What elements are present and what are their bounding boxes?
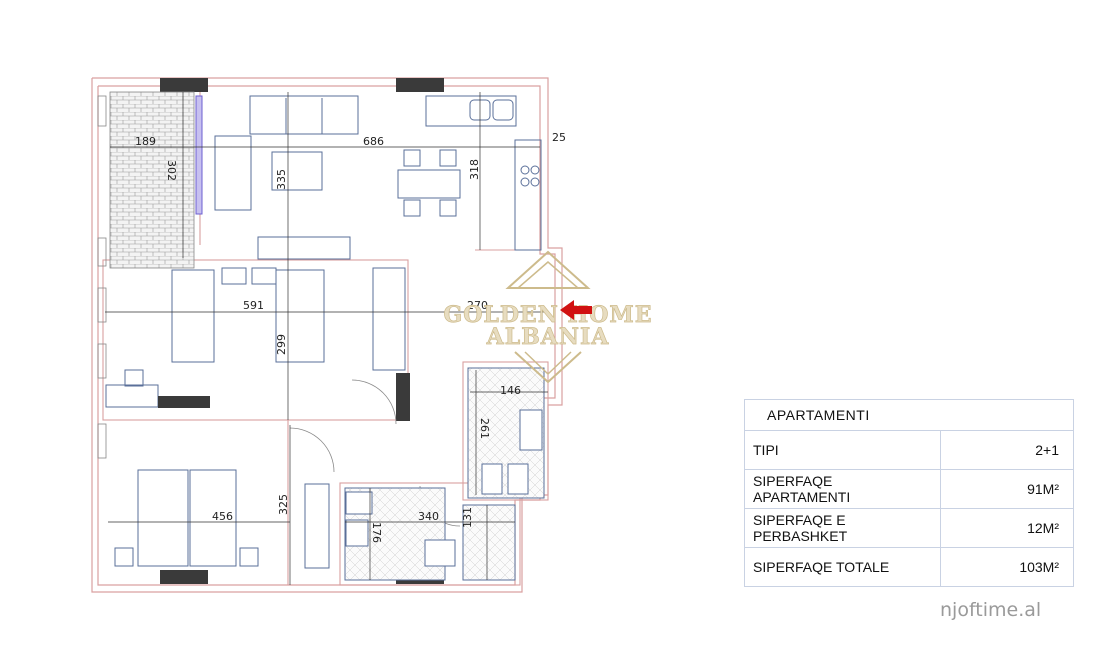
dim-balcony-height: 302: [165, 160, 178, 181]
watermark-line2: ALBANIA: [486, 324, 610, 350]
info-table-row: SIPERFAQE E PERBASHKET 12M²: [744, 508, 1074, 548]
info-label: SIPERFAQE TOTALE: [744, 547, 941, 587]
dim-bedroom2-width: 456: [212, 510, 233, 523]
bedroom1-furniture: [105, 267, 406, 408]
dim-hall-width: 270: [467, 299, 488, 312]
dim-living-height: 335: [275, 169, 288, 190]
info-value: 12M²: [940, 508, 1074, 548]
living-furniture: [214, 95, 461, 260]
watermark-line1: GOLDEN HOME: [443, 302, 652, 328]
info-table-title: APARTAMENTI: [744, 399, 1074, 431]
entrance-arrow: [560, 300, 592, 320]
interior-walls: [102, 90, 549, 586]
info-label: SIPERFAQE APARTAMENTI: [744, 469, 941, 509]
balcony-door: [195, 95, 203, 215]
golden-home-logo: GOLDEN HOME ALBANIA: [443, 250, 652, 384]
dimension-lines: [105, 92, 548, 585]
dim-bath1-height: 261: [478, 418, 491, 439]
dim-wall: 25: [552, 131, 566, 144]
info-label: TIPI: [744, 430, 941, 470]
info-table-row: SIPERFAQE APARTAMENTI 91M²: [744, 469, 1074, 509]
dim-shower-height: 131: [461, 507, 474, 528]
dim-balcony-width: 189: [135, 135, 156, 148]
dim-living-width: 686: [363, 135, 384, 148]
dim-bath1-width: 146: [500, 384, 521, 397]
info-value: 103M²: [940, 547, 1074, 587]
side-windows: [97, 95, 107, 459]
bedroom2-furniture: [114, 469, 330, 569]
info-label: SIPERFAQE E PERBASHKET: [744, 508, 941, 548]
dim-bedroom1-height: 299: [275, 334, 288, 355]
dim-bath2-width: 340: [418, 510, 439, 523]
balcony: [109, 91, 195, 269]
shower-floor: [462, 504, 516, 581]
info-value: 2+1: [940, 430, 1074, 470]
dim-bedroom2-height: 325: [277, 494, 290, 515]
info-table-row: TIPI 2+1: [744, 430, 1074, 470]
info-table-row: SIPERFAQE TOTALE 103M²: [744, 547, 1074, 587]
info-table-header: APARTAMENTI: [744, 399, 1074, 431]
kitchen-furniture: [425, 95, 542, 251]
desk: [158, 396, 210, 408]
dim-bath2-height: 176: [370, 522, 383, 543]
apartment-info-table: APARTAMENTI TIPI 2+1 SIPERFAQE APARTAMEN…: [744, 399, 1074, 587]
dim-bedroom1-width: 591: [243, 299, 264, 312]
bath-fixtures: [345, 409, 543, 567]
info-value: 91M²: [940, 469, 1074, 509]
source-watermark: njoftime.al: [940, 599, 1042, 621]
dim-kitchen-height: 318: [468, 159, 481, 180]
